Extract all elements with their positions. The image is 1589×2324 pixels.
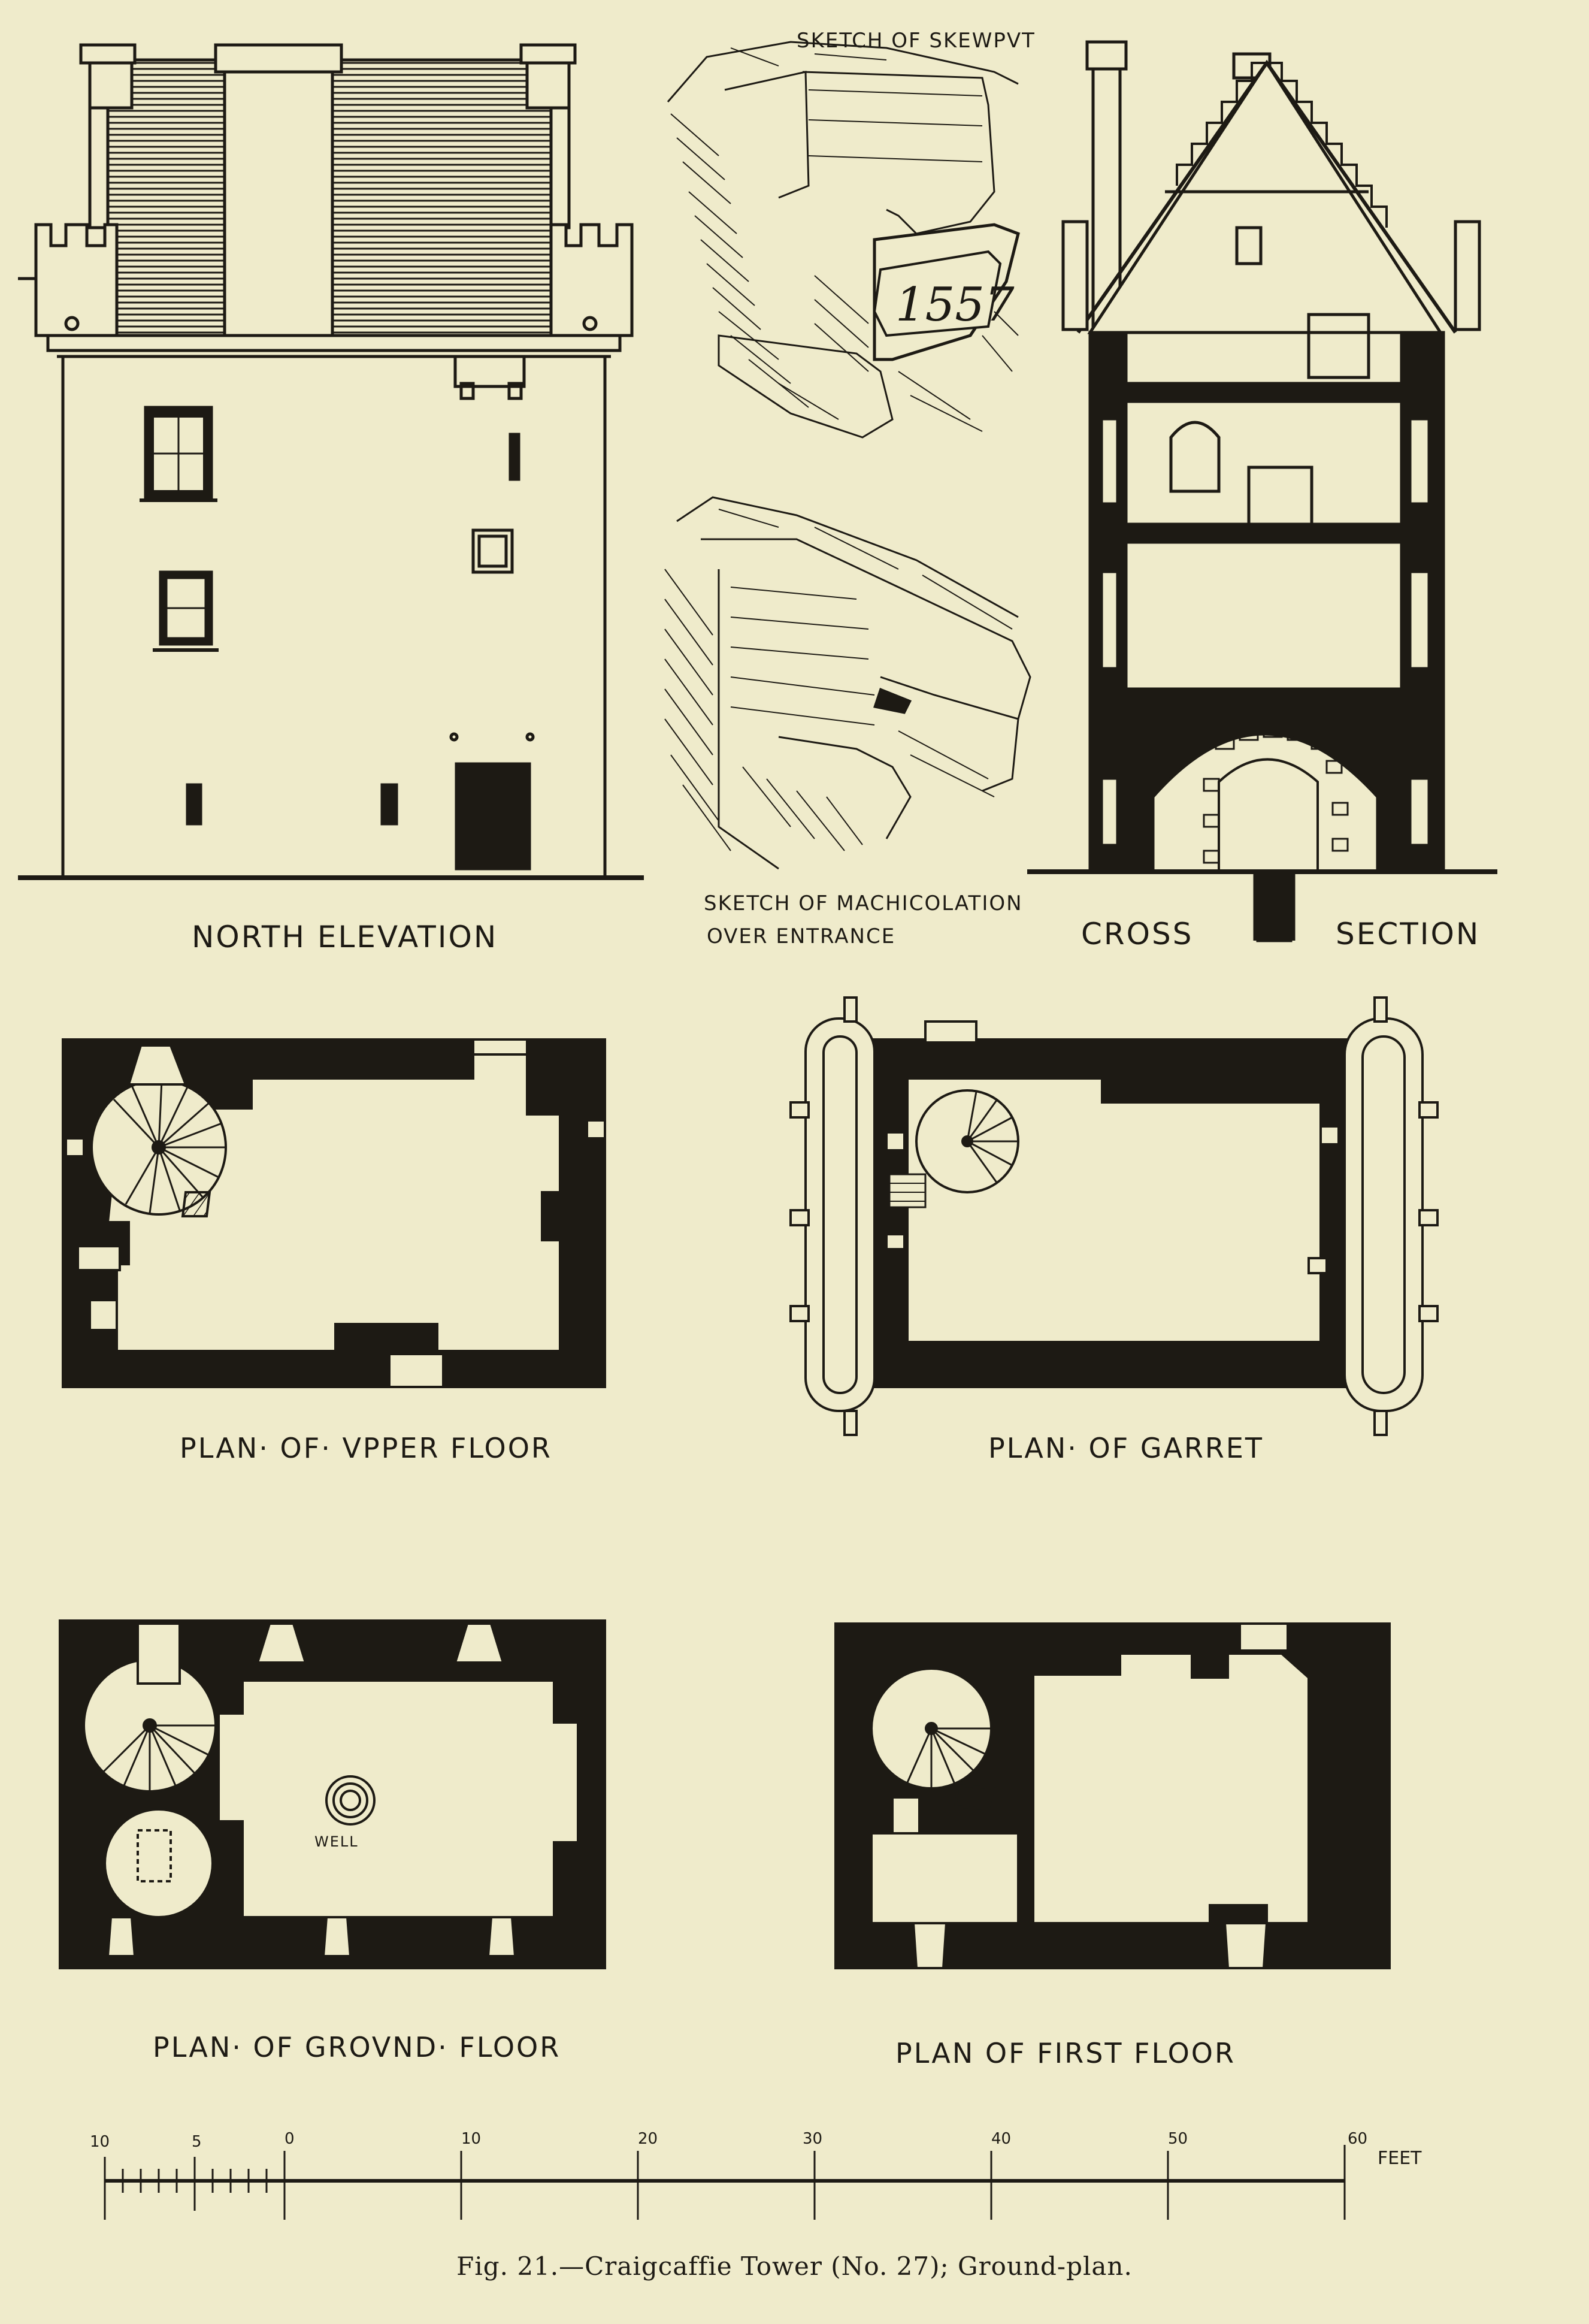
label-ground-floor: PLAN· OF GROVND· FLOOR — [153, 2031, 561, 2063]
scale-tick-label: 5 — [192, 2133, 202, 2151]
label-section: SECTION — [1336, 917, 1481, 951]
skewput-sketch — [667, 41, 1020, 439]
scale-tick-label: 20 — [638, 2130, 658, 2148]
label-upper-floor: PLAN· OF· VPPER FLOOR — [180, 1432, 552, 1464]
label-skewput: SKETCH OF SKEWPVT — [797, 29, 1036, 53]
label-machicolation-line2: OVER ENTRANCE — [707, 924, 896, 948]
scale-tick-label: 60 — [1348, 2130, 1368, 2148]
scale-tick-label: 40 — [991, 2130, 1012, 2148]
plan-garret — [789, 996, 1439, 1436]
machicolation-sketch — [664, 496, 1031, 870]
scale-tick-label: 10 — [90, 2133, 110, 2151]
plan-first-floor — [834, 1622, 1391, 1969]
label-well: WELL — [314, 1833, 359, 1850]
scale-bar — [104, 2145, 1346, 2220]
plan-upper-floor — [62, 1038, 606, 1388]
scale-unit: FEET — [1378, 2148, 1422, 2169]
label-first-floor: PLAN OF FIRST FLOOR — [895, 2037, 1236, 2069]
plan-ground-floor — [59, 1619, 606, 1969]
scale-tick-label: 50 — [1168, 2130, 1188, 2148]
label-cross: CROSS — [1081, 917, 1194, 951]
north-elevation — [18, 43, 644, 880]
label-machicolation-line1: SKETCH OF MACHICOLATION — [704, 891, 1023, 915]
scale-tick-label: 10 — [461, 2130, 482, 2148]
label-garret: PLAN· OF GARRET — [988, 1432, 1264, 1464]
figure-caption: Fig. 21.—Craigcaffie Tower (No. 27); Gro… — [456, 2252, 1133, 2281]
skewput-date: 1557 — [895, 278, 1015, 332]
label-north-elevation: NORTH ELEVATION — [192, 920, 498, 954]
cross-section — [1027, 40, 1497, 942]
scale-tick-label: 0 — [284, 2130, 295, 2148]
scale-tick-label: 30 — [803, 2130, 823, 2148]
